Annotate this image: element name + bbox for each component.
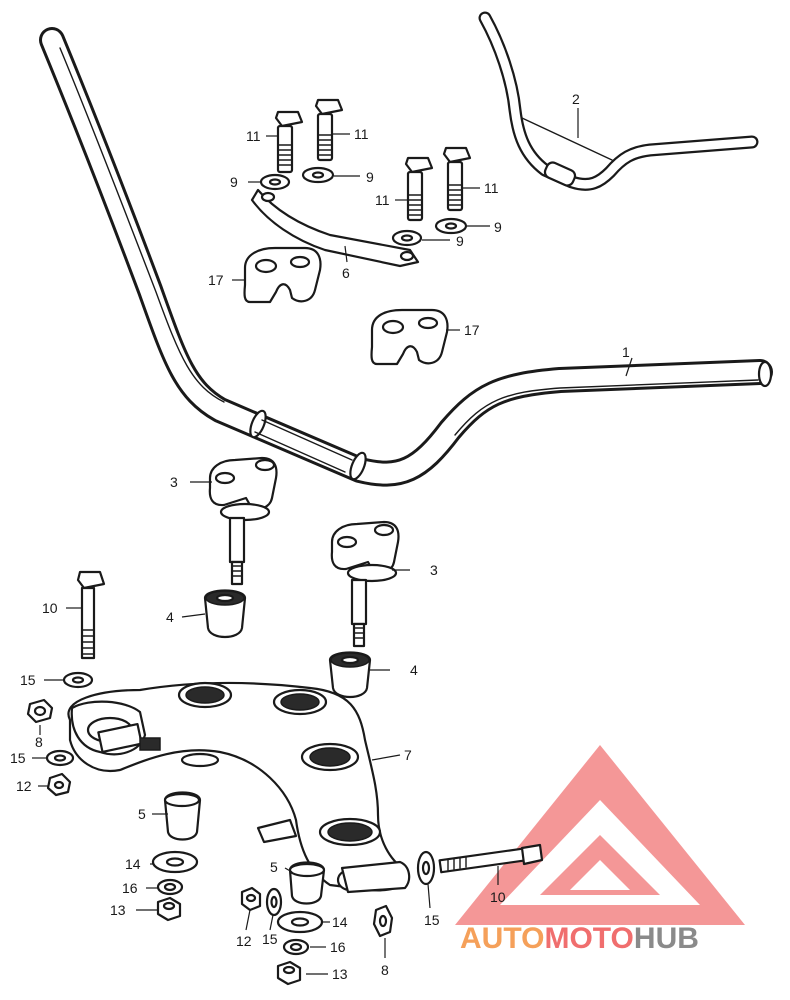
leader-lines <box>32 108 633 975</box>
washer-9-a <box>259 173 291 191</box>
callout-13-a: 13 <box>110 902 126 918</box>
upper-holder-17-b <box>370 308 449 366</box>
callout-17-b: 17 <box>464 322 480 338</box>
nut-13-b <box>276 960 302 986</box>
washer-14-b <box>276 910 324 934</box>
rubber-4-a <box>203 589 247 639</box>
callout-12-a: 12 <box>16 778 32 794</box>
callout-9-a: 9 <box>230 174 238 190</box>
callout-4-a: 4 <box>166 609 174 625</box>
washer-14-a <box>151 850 199 874</box>
callout-6: 6 <box>342 265 350 281</box>
callout-3-a: 3 <box>170 474 178 490</box>
callout-17-a: 17 <box>208 272 224 288</box>
rubber-5-b <box>288 861 326 905</box>
callout-7: 7 <box>404 747 412 763</box>
callout-12-b: 12 <box>236 933 252 949</box>
callout-4-b: 4 <box>410 662 418 678</box>
callout-5-a: 5 <box>138 806 146 822</box>
nut-8-a <box>26 698 54 724</box>
callout-15-d: 15 <box>424 912 440 928</box>
callout-8-b: 8 <box>381 962 389 978</box>
bolt-11-d <box>442 146 472 212</box>
callout-14-b: 14 <box>332 914 348 930</box>
bolt-11-c <box>404 156 434 222</box>
rubber-4-b <box>328 651 372 699</box>
washer-16-a <box>156 878 184 896</box>
callout-9-c: 9 <box>456 233 464 249</box>
bracket-plate <box>250 188 420 268</box>
callout-15-b: 15 <box>10 750 26 766</box>
upper-holder-17-a <box>243 246 322 304</box>
callout-13-b: 13 <box>332 966 348 982</box>
callout-15-c: 15 <box>262 931 278 947</box>
washer-9-d <box>434 217 468 235</box>
bolt-10-b <box>438 843 544 874</box>
callout-14-a: 14 <box>125 856 141 872</box>
callout-5-b: 5 <box>270 859 278 875</box>
washer-16-b <box>282 938 310 956</box>
washer-9-b <box>301 166 335 184</box>
callout-11-c: 11 <box>375 192 390 208</box>
callout-2: 2 <box>572 91 580 107</box>
callout-8-a: 8 <box>35 734 43 750</box>
callout-16-a: 16 <box>122 880 138 896</box>
bolt-10-a <box>76 570 106 660</box>
washer-15-b <box>45 749 75 767</box>
handlebar-alt <box>478 11 759 191</box>
lower-holder-3-b <box>330 520 400 648</box>
callout-9-b: 9 <box>366 169 374 185</box>
bolt-11-a <box>274 110 304 174</box>
watermark-hub: HUB <box>634 922 699 955</box>
callout-16-b: 16 <box>330 939 346 955</box>
watermark-moto: MOTO <box>544 922 633 955</box>
callout-15-a: 15 <box>20 672 36 688</box>
top-bridge-7 <box>67 681 411 894</box>
callout-11-b: 11 <box>354 126 369 142</box>
bolt-11-b <box>314 98 344 162</box>
nut-13-a <box>156 896 182 922</box>
nut-12-b <box>240 886 262 912</box>
washer-15-d <box>416 850 436 886</box>
washer-9-c <box>391 229 423 247</box>
nut-8-b <box>372 904 394 938</box>
callout-11-a: 11 <box>246 128 261 144</box>
callout-3-b: 3 <box>430 562 438 578</box>
callout-10-b: 10 <box>490 889 506 905</box>
watermark-logo <box>455 745 745 925</box>
handlebar-main <box>39 27 773 487</box>
callout-1: 1 <box>622 344 630 360</box>
svg-text:AUTOMOTOHUB: AUTOMOTOHUB <box>460 922 699 955</box>
nut-12-a <box>46 772 72 797</box>
watermark-text: AUTOMOTOHUB <box>460 922 699 955</box>
callout-10-a: 10 <box>42 600 58 616</box>
callout-9-d: 9 <box>494 219 502 235</box>
washer-15-c <box>265 887 283 917</box>
callout-11-d: 11 <box>484 180 499 196</box>
watermark-auto: AUTO <box>460 922 544 955</box>
callout-labels: 1 2 3 3 4 4 5 5 6 7 8 8 9 9 9 9 10 10 11… <box>10 91 630 982</box>
rubber-5-a <box>163 791 202 841</box>
lower-holder-3-a <box>208 456 278 586</box>
washer-15-a <box>62 671 94 689</box>
